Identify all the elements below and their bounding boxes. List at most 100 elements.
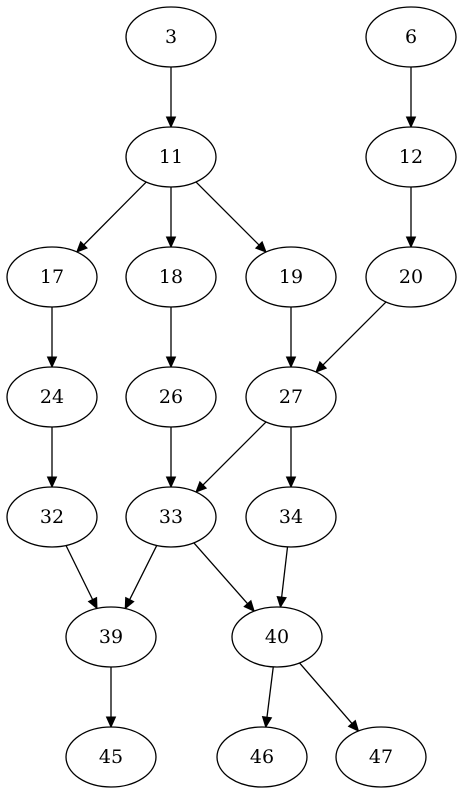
arrowhead-icon xyxy=(165,116,177,129)
edge-11-to-18 xyxy=(165,187,177,249)
node-ellipse xyxy=(335,726,427,788)
edge-20-to-27 xyxy=(315,301,387,373)
edge-line xyxy=(193,542,249,605)
edge-layer xyxy=(46,67,417,732)
node-ellipse xyxy=(125,366,217,428)
node-32: 32 xyxy=(6,486,98,548)
node-label: 17 xyxy=(40,266,64,288)
arrowhead-icon xyxy=(195,480,208,493)
edge-17-to-24 xyxy=(46,307,58,369)
node-label: 24 xyxy=(40,386,64,408)
node-39: 39 xyxy=(65,606,157,668)
node-label: 20 xyxy=(399,266,423,288)
node-45: 45 xyxy=(65,726,157,788)
node-ellipse xyxy=(6,366,98,428)
edge-24-to-32 xyxy=(46,427,58,489)
edge-26-to-33 xyxy=(165,427,177,489)
edge-33-to-40 xyxy=(193,542,255,613)
arrowhead-icon xyxy=(46,476,58,489)
node-label: 46 xyxy=(250,746,274,768)
node-ellipse xyxy=(231,606,323,668)
node-12: 12 xyxy=(365,126,457,188)
node-19: 19 xyxy=(245,246,337,308)
edge-line xyxy=(129,545,158,600)
node-label: 26 xyxy=(159,386,183,408)
edge-32-to-39 xyxy=(65,545,98,610)
node-ellipse xyxy=(125,6,217,68)
edge-line xyxy=(299,662,353,724)
edge-18-to-26 xyxy=(165,307,177,369)
node-20: 20 xyxy=(365,246,457,308)
arrowhead-icon xyxy=(285,476,297,489)
edge-line xyxy=(281,546,289,598)
edge-line xyxy=(322,301,387,366)
arrowhead-icon xyxy=(276,596,287,609)
edge-34-to-40 xyxy=(276,546,289,609)
node-27: 27 xyxy=(245,366,337,428)
arrowhead-icon xyxy=(165,476,177,489)
edge-27-to-34 xyxy=(285,427,297,489)
node-ellipse xyxy=(245,246,337,308)
edge-27-to-33 xyxy=(195,421,267,493)
arrowhead-icon xyxy=(285,356,297,369)
node-40: 40 xyxy=(231,606,323,668)
edge-40-to-47 xyxy=(299,662,360,732)
node-46: 46 xyxy=(216,726,308,788)
node-label: 18 xyxy=(159,266,183,288)
node-ellipse xyxy=(65,726,157,788)
arrowhead-icon xyxy=(347,719,360,732)
node-ellipse xyxy=(125,486,217,548)
edge-19-to-27 xyxy=(285,307,297,369)
edge-40-to-46 xyxy=(261,666,274,729)
node-label: 40 xyxy=(265,626,289,648)
node-label: 19 xyxy=(279,266,303,288)
arrowhead-icon xyxy=(75,240,88,253)
edge-11-to-17 xyxy=(75,181,147,253)
node-label: 12 xyxy=(399,146,423,168)
arrowhead-icon xyxy=(405,236,417,249)
edge-line xyxy=(202,421,267,486)
node-label: 3 xyxy=(165,26,177,48)
arrowhead-icon xyxy=(87,596,98,610)
node-label: 39 xyxy=(99,626,123,648)
node-label: 27 xyxy=(279,386,303,408)
node-33: 33 xyxy=(125,486,217,548)
arrowhead-icon xyxy=(124,596,135,610)
node-ellipse xyxy=(6,486,98,548)
node-ellipse xyxy=(365,126,457,188)
node-ellipse xyxy=(125,246,217,308)
edge-line xyxy=(266,666,274,718)
edge-line xyxy=(83,181,147,246)
node-24: 24 xyxy=(6,366,98,428)
node-label: 45 xyxy=(99,746,123,768)
node-ellipse xyxy=(65,606,157,668)
edge-line xyxy=(195,181,260,246)
node-6: 6 xyxy=(365,6,457,68)
edge-12-to-20 xyxy=(405,187,417,249)
arrowhead-icon xyxy=(261,716,273,729)
arrowhead-icon xyxy=(165,356,177,369)
node-layer: 3 6 11 12 17 18 19 20 24 26 27 32 33 34 39 40 45 46 47 xyxy=(6,6,457,788)
node-ellipse xyxy=(245,486,337,548)
node-26: 26 xyxy=(125,366,217,428)
node-ellipse xyxy=(245,366,337,428)
node-34: 34 xyxy=(245,486,337,548)
node-ellipse xyxy=(365,246,457,308)
node-47: 47 xyxy=(335,726,427,788)
node-ellipse xyxy=(125,126,217,188)
node-ellipse xyxy=(6,246,98,308)
arrowhead-icon xyxy=(405,116,417,129)
node-3: 3 xyxy=(125,6,217,68)
node-label: 34 xyxy=(279,506,303,528)
arrowhead-icon xyxy=(105,716,117,729)
node-ellipse xyxy=(216,726,308,788)
node-label: 11 xyxy=(159,146,183,168)
node-label: 33 xyxy=(159,506,183,528)
node-18: 18 xyxy=(125,246,217,308)
arrowhead-icon xyxy=(165,236,177,249)
node-label: 6 xyxy=(405,26,417,48)
node-11: 11 xyxy=(125,126,217,188)
node-ellipse xyxy=(365,6,457,68)
edge-11-to-19 xyxy=(195,181,267,253)
